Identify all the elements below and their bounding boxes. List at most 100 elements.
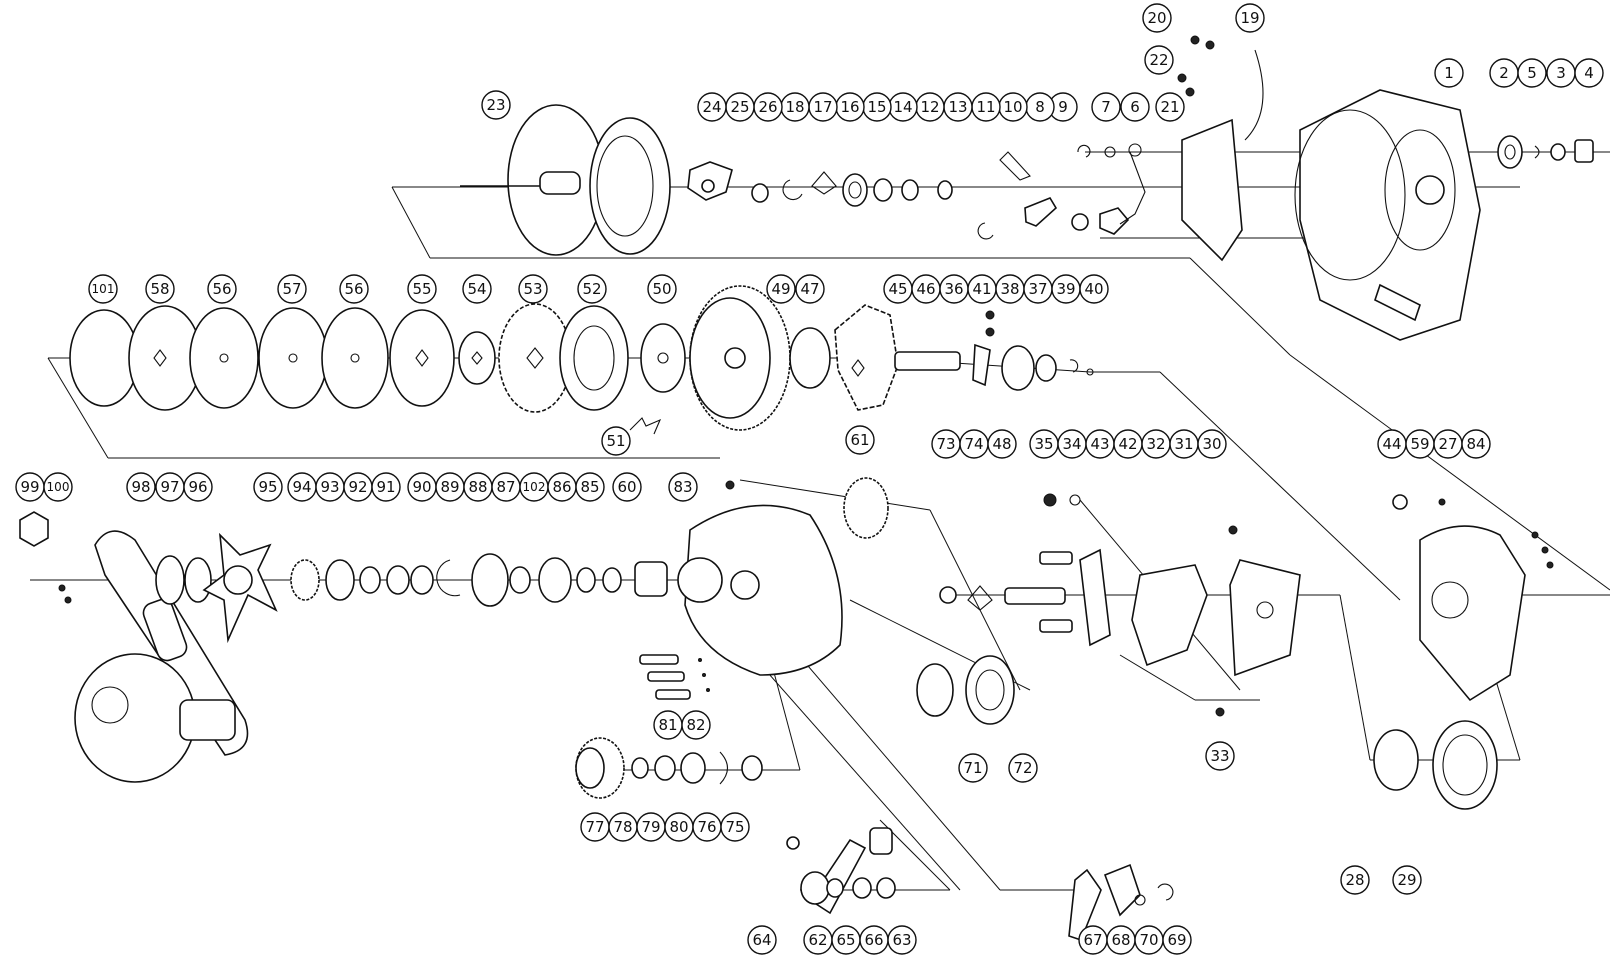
callout-number: 85	[580, 478, 599, 496]
handle-side-bearing-parts	[1497, 135, 1594, 169]
callout-number: 6	[1130, 98, 1140, 116]
callout-number: 23	[486, 96, 505, 114]
callout-number: 41	[972, 280, 991, 298]
callout-26: 26	[753, 92, 783, 122]
callout-number: 12	[920, 98, 939, 116]
callout-number: 88	[468, 478, 487, 496]
callout-circle	[1079, 274, 1109, 304]
callout-number: 14	[893, 98, 912, 116]
callout-number: 2	[1499, 64, 1509, 82]
callout-number: 46	[916, 280, 935, 298]
callout-7: 7	[1091, 92, 1121, 122]
callout-70: 70	[1134, 925, 1164, 955]
callout-number: 69	[1167, 931, 1186, 949]
callout-circle	[407, 274, 437, 304]
callout-number: 36	[944, 280, 963, 298]
callout-number: 42	[1118, 435, 1137, 453]
callout-number: 9	[1058, 98, 1068, 116]
callout-number: 10	[1003, 98, 1022, 116]
callout-circle	[1392, 865, 1422, 895]
callout-number: 80	[669, 818, 688, 836]
callout-number: 99	[20, 478, 39, 496]
callout-circle	[207, 274, 237, 304]
callout-90: 90	[407, 472, 437, 502]
callout-35: 35	[1029, 429, 1059, 459]
callout-18: 18	[780, 92, 810, 122]
callout-74: 74	[959, 429, 989, 459]
callout-number: 15	[867, 98, 886, 116]
callout-number: 29	[1397, 871, 1416, 889]
callout-2: 2	[1489, 58, 1519, 88]
callout-53: 53	[518, 274, 548, 304]
callout-number: 67	[1083, 931, 1102, 949]
callout-circle	[145, 274, 175, 304]
callout-16: 16	[835, 92, 865, 122]
callout-circle	[681, 710, 711, 740]
callout-number: 84	[1466, 435, 1485, 453]
callout-number: 39	[1056, 280, 1075, 298]
callout-number: 8	[1035, 98, 1045, 116]
callout-number: 50	[652, 280, 671, 298]
callout-number: 66	[864, 931, 883, 949]
callout-99: 99	[15, 472, 45, 502]
callout-number: 7	[1101, 98, 1111, 116]
callout-46: 46	[911, 274, 941, 304]
callout-4: 4	[1574, 58, 1604, 88]
callout-89: 89	[435, 472, 465, 502]
callout-101: 101	[88, 274, 118, 304]
callout-number: 98	[131, 478, 150, 496]
callout-circle	[481, 90, 511, 120]
callout-circle	[575, 472, 605, 502]
callout-78: 78	[608, 812, 638, 842]
callout-51: 51	[601, 426, 631, 456]
pinion-shaft-parts	[894, 310, 1094, 391]
callout-14: 14	[888, 92, 918, 122]
callout-number: 22	[1149, 51, 1168, 69]
main-gear	[689, 285, 899, 431]
callout-circle	[253, 472, 283, 502]
callout-circle	[887, 925, 917, 955]
callout-circle	[43, 472, 73, 502]
callout-95: 95	[253, 472, 283, 502]
callout-number: 58	[150, 280, 169, 298]
callout-circle	[1235, 3, 1265, 33]
callout-number: 47	[800, 280, 819, 298]
callout-number: 43	[1090, 435, 1109, 453]
callout-39: 39	[1051, 274, 1081, 304]
callout-50: 50	[647, 274, 677, 304]
callout-circle	[987, 429, 1017, 459]
callout-44: 44	[1377, 429, 1407, 459]
callout-circle	[1574, 58, 1604, 88]
callout-circle	[126, 472, 156, 502]
callout-5: 5	[1517, 58, 1547, 88]
callout-1: 1	[1434, 58, 1464, 88]
right-side-plate	[1373, 494, 1554, 810]
callout-54: 54	[462, 274, 492, 304]
reel-frame	[1294, 89, 1481, 341]
callout-59: 59	[1405, 429, 1435, 459]
callout-number: 30	[1202, 435, 1221, 453]
callout-number: 38	[1000, 280, 1019, 298]
callout-20: 20	[1142, 3, 1172, 33]
callout-29: 29	[1392, 865, 1422, 895]
callout-number: 26	[758, 98, 777, 116]
callout-number: 100	[47, 480, 70, 494]
callout-25: 25	[725, 92, 755, 122]
callout-circle	[747, 925, 777, 955]
callout-72: 72	[1008, 753, 1038, 783]
callout-number: 20	[1147, 9, 1166, 27]
callout-number: 34	[1062, 435, 1081, 453]
callout-81: 81	[653, 710, 683, 740]
callout-96: 96	[183, 472, 213, 502]
small-parts-row-1	[687, 143, 1146, 240]
drag-star-parts	[843, 477, 1015, 725]
callout-number: 19	[1240, 9, 1259, 27]
callout-79: 79	[636, 812, 666, 842]
callout-number: 52	[582, 280, 601, 298]
callout-60: 60	[612, 472, 642, 502]
handle-assembly	[19, 511, 278, 783]
callout-circle	[1340, 865, 1370, 895]
callout-number: 65	[836, 931, 855, 949]
